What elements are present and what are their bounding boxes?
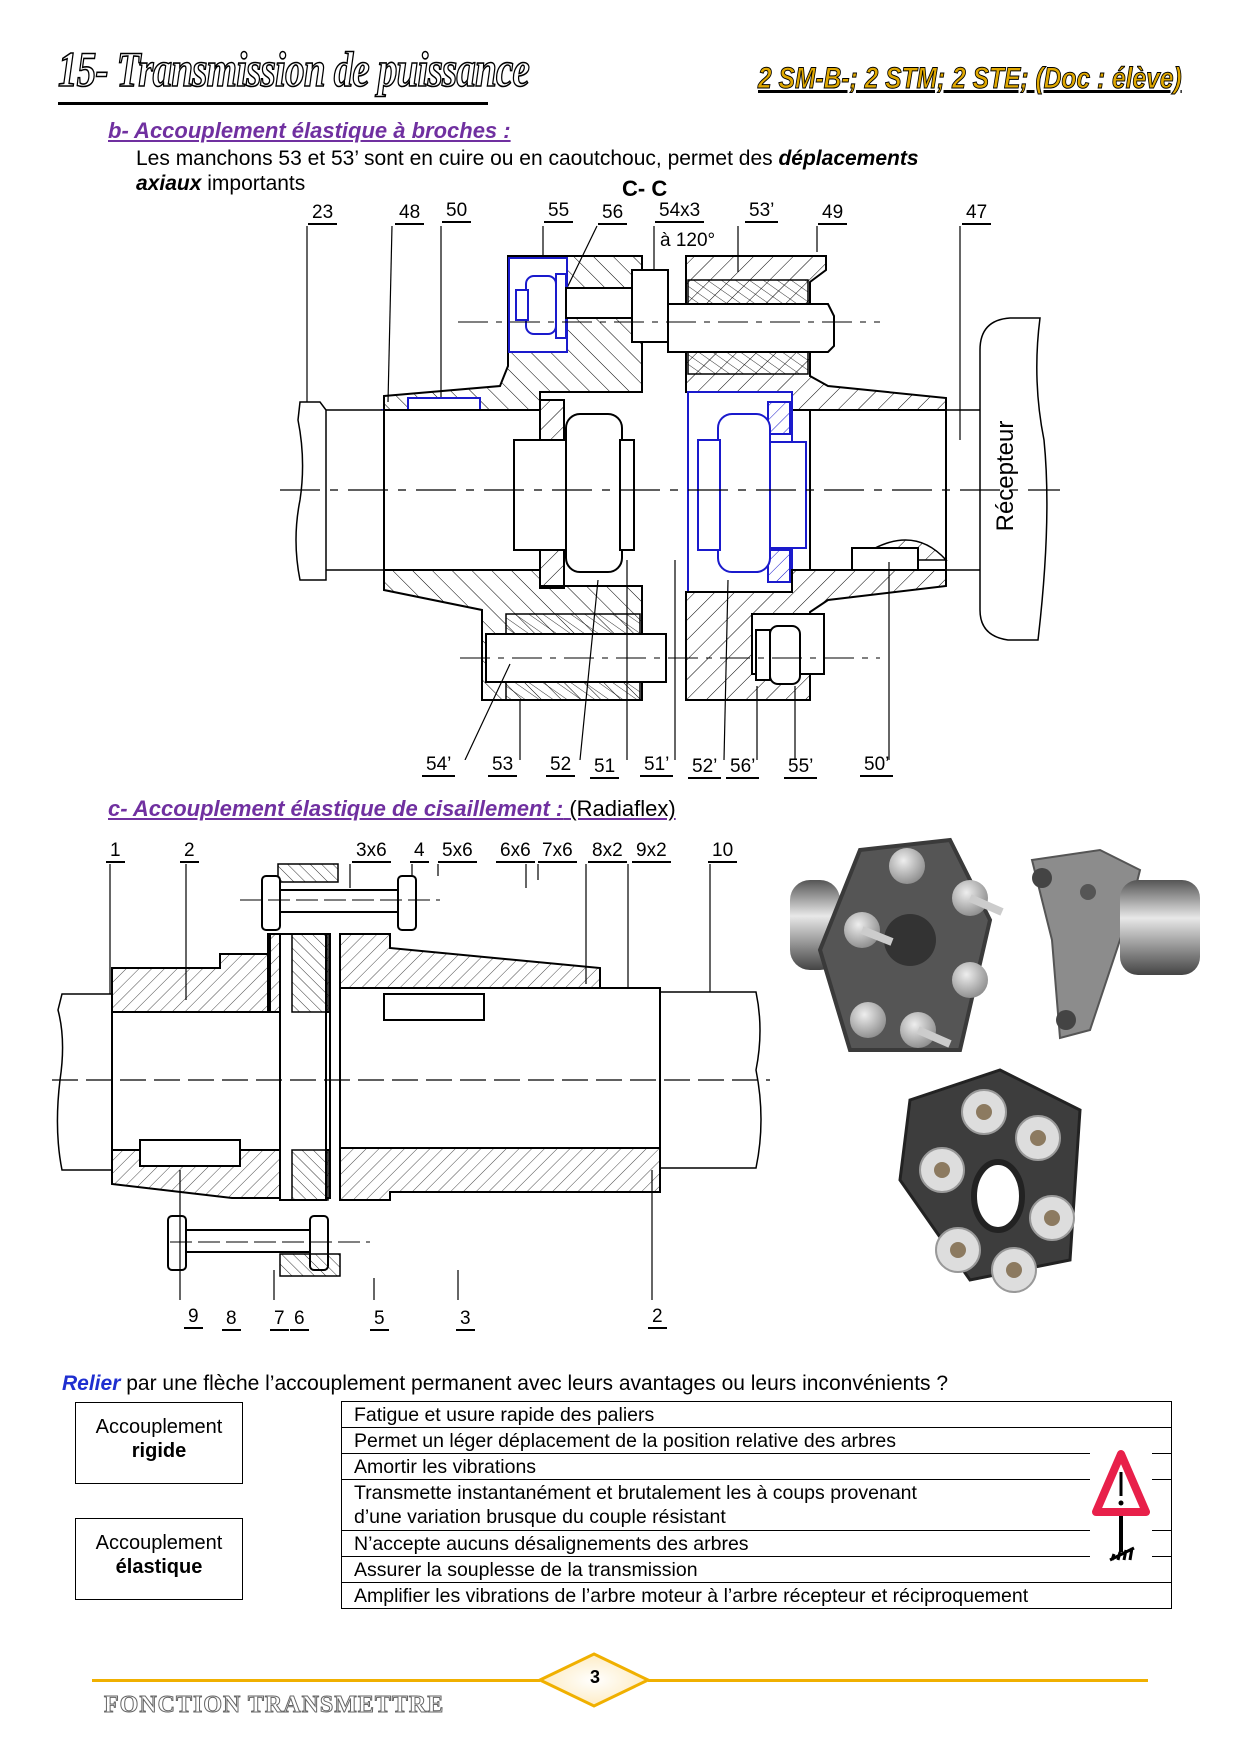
part-label: 2 <box>180 840 199 863</box>
part-label: 53’ <box>745 200 779 223</box>
statements-table: Fatigue et usure rapide des paliers Perm… <box>341 1401 1172 1609</box>
receiver-label: Récepteur <box>992 420 1019 532</box>
part-label: 47 <box>962 202 992 225</box>
coupling-box-line1: Accouplement <box>95 1532 223 1554</box>
part-label: 9 <box>184 1306 203 1329</box>
statement-row[interactable]: Transmette instantanément et brutalement… <box>341 1479 1172 1531</box>
desc-bold-2: axiaux <box>136 172 202 195</box>
part-label: 56’ <box>726 756 760 779</box>
part-label: 4 <box>410 840 429 863</box>
part-label: 10 <box>708 840 738 863</box>
exercise-prompt-bold: Relier <box>62 1372 121 1395</box>
part-label: 2 <box>648 1306 667 1329</box>
page-number: 3 <box>589 1667 600 1687</box>
part-label: 48 <box>395 202 425 225</box>
part-label: 5x6 <box>438 840 477 863</box>
warning-sign-icon <box>1090 1448 1152 1572</box>
page-number-diamond <box>538 1652 650 1708</box>
part-label: 56 <box>598 202 628 225</box>
part-label: 1 <box>106 840 125 863</box>
statement-row[interactable]: N’accepte aucuns désalignements des arbr… <box>341 1530 1172 1557</box>
part-label: 9x2 <box>632 840 671 863</box>
part-label: 49 <box>818 202 848 225</box>
section-c-subtitle: (Radiaflex) <box>563 796 676 821</box>
section-b-description: Les manchons 53 et 53’ sont en cuire ou … <box>136 146 1096 196</box>
angle-note: à 120° <box>660 230 716 251</box>
part-label: 8 <box>222 1308 241 1331</box>
part-label: 5 <box>370 1308 389 1331</box>
part-label: 8x2 <box>588 840 627 863</box>
part-label: 54’ <box>422 754 456 777</box>
class-levels: 2 SM-B-; 2 STM; 2 STE; (Doc : élève) <box>758 62 1183 96</box>
part-label: 50 <box>442 200 472 223</box>
part-label: 3 <box>456 1308 475 1331</box>
statement-cell: Amortir les vibrations <box>341 1453 1172 1480</box>
exercise-prompt: Relier par une flèche l’accouplement per… <box>62 1372 948 1396</box>
radiaflex-coupling-drawing <box>52 863 770 1300</box>
pin-coupling-drawing <box>280 225 1060 760</box>
statement-cell: Amplifier les vibrations de l’arbre mote… <box>354 1584 1029 1607</box>
footer-line-left <box>92 1679 540 1682</box>
part-label: 52’ <box>688 756 722 779</box>
section-b-title: b- Accouplement élastique à broches : <box>108 118 511 143</box>
footer-line-right <box>648 1679 1148 1682</box>
statement-cell: Fatigue et usure rapide des paliers <box>341 1401 1172 1428</box>
part-label: 51 <box>590 756 620 779</box>
part-label: 23 <box>308 202 338 225</box>
part-label: 6x6 <box>496 840 535 863</box>
radiaflex-rubber-disc-photo <box>898 1068 1082 1293</box>
coupling-box-line2: rigide <box>131 1440 187 1462</box>
coupling-box-rigid[interactable]: Accouplement rigide <box>75 1402 243 1484</box>
statement-cell: Permet un léger déplacement de la positi… <box>341 1427 1172 1454</box>
statement-row[interactable]: Permet un léger déplacement de la positi… <box>341 1427 1172 1454</box>
part-label: 6 <box>290 1308 309 1331</box>
statement-row[interactable]: Assurer la souplesse de la transmission <box>341 1556 1172 1583</box>
part-label: 54x3 <box>655 200 705 223</box>
radiaflex-flange-hub-photo <box>1030 848 1200 1040</box>
statement-cell: Transmette instantanément et brutalement… <box>341 1479 1172 1531</box>
part-label: 55 <box>544 200 574 223</box>
part-label: 7x6 <box>538 840 577 863</box>
desc-text-2: importants <box>201 172 306 195</box>
radiaflex-photos <box>790 837 1200 1293</box>
statement-row[interactable]: Fatigue et usure rapide des paliers <box>341 1401 1172 1428</box>
page-title: 15- Transmission de puissance <box>57 40 530 98</box>
statement-cell: Assurer la souplesse de la transmission <box>341 1556 1172 1583</box>
coupling-box-line2: élastique <box>115 1556 203 1578</box>
coupling-box-line1: Accouplement <box>95 1416 223 1438</box>
coupling-box-elastic[interactable]: Accouplement élastique <box>75 1518 243 1600</box>
part-label: 50’ <box>860 754 894 777</box>
part-label: 55’ <box>784 756 818 779</box>
statement-row[interactable]: Amortir les vibrations <box>341 1453 1172 1480</box>
desc-text-1: Les manchons 53 et 53’ sont en cuire ou … <box>136 147 779 170</box>
section-c-title-text: c- Accouplement élastique de cisaillemen… <box>108 796 564 821</box>
receiver-label-wrap: Récepteur <box>988 388 1028 568</box>
part-label: 7 <box>270 1308 289 1331</box>
part-label: 52 <box>546 754 576 777</box>
desc-bold-1: déplacements <box>778 147 919 170</box>
part-label: 51’ <box>640 754 674 777</box>
part-label: 53 <box>488 754 518 777</box>
statement-cell: N’accepte aucuns désalignements des arbr… <box>341 1530 1172 1557</box>
section-cut-label: C- C <box>622 176 668 201</box>
footer-title: FONCTION TRANSMETTRE <box>103 1692 445 1719</box>
part-label: 3x6 <box>352 840 391 863</box>
radiaflex-assembled-hub-photo <box>790 837 1004 1052</box>
title-underline <box>58 102 488 105</box>
statement-row[interactable]: Amplifier les vibrations de l’arbre mote… <box>342 1583 1172 1609</box>
exercise-prompt-text: par une flèche l’accouplement permanent … <box>120 1372 949 1395</box>
section-c-title: c- Accouplement élastique de cisaillemen… <box>108 796 676 822</box>
